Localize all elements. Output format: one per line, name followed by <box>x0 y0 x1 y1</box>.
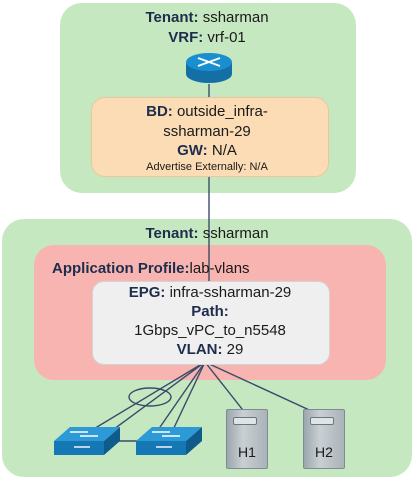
epg-to-h2-line <box>204 361 319 415</box>
bd-value-line2: ssharman-29 <box>163 123 251 140</box>
bd-line2: ssharman-29 <box>0 123 414 140</box>
application-profile-title: Application Profile:lab-vlans <box>52 260 250 277</box>
tenant-bottom-value: ssharman <box>202 225 269 242</box>
vrf-label: VRF: <box>168 29 204 46</box>
advertise-externally: Advertise Externally: N/A <box>0 161 414 173</box>
vlan-value: 29 <box>226 341 244 358</box>
gw-label: GW: <box>177 142 208 159</box>
epg-to-switch1-line-b <box>109 361 206 433</box>
vpc-ellipse <box>128 387 172 407</box>
epg-box <box>92 281 330 365</box>
tenant-top-label: Tenant: <box>145 9 199 26</box>
epg-to-switch2-line-b <box>171 361 206 433</box>
gw-value: N/A <box>211 142 237 159</box>
path-value-line: 1Gbps_vPC_to_n5548 <box>92 322 328 339</box>
tenant-top-value: ssharman <box>202 9 269 26</box>
tenant-bottom-title: Tenant: ssharman <box>0 225 414 242</box>
host2-label: H2 <box>315 444 333 460</box>
epg-value: infra-ssharman-29 <box>169 284 292 301</box>
bd-line1: BD: outside_infra- <box>0 103 414 120</box>
vlan-label: VLAN: <box>176 341 223 358</box>
bd-label: BD: <box>146 103 173 120</box>
path-label-line: Path: <box>92 303 328 320</box>
vrf-value: vrf-01 <box>207 29 246 46</box>
tenant-bottom-label: Tenant: <box>145 225 199 242</box>
path-label: Path: <box>191 303 229 320</box>
epg-to-switch1-line-a <box>91 361 206 431</box>
path-value: 1Gbps_vPC_to_n5548 <box>134 322 286 339</box>
bd-box <box>91 97 329 177</box>
server-icon: H1 <box>226 409 268 469</box>
tenant-top-title: Tenant: ssharman <box>0 9 414 26</box>
advertise-text: Advertise Externally: N/A <box>146 161 268 173</box>
vrf-title: VRF: vrf-01 <box>0 29 414 46</box>
application-profile-value: lab-vlans <box>189 260 250 277</box>
server-icon: H2 <box>303 409 345 469</box>
application-profile-label: Application Profile: <box>52 260 190 277</box>
bd-value-line1: outside_infra- <box>176 103 268 120</box>
epg-line: EPG: infra-ssharman-29 <box>92 284 328 301</box>
epg-to-h1-line <box>204 361 247 415</box>
host1-label: H1 <box>238 444 256 460</box>
vlan-line: VLAN: 29 <box>92 341 328 358</box>
epg-to-switch2-line-a <box>157 361 206 431</box>
gw-line: GW: N/A <box>0 142 414 159</box>
epg-label: EPG: <box>128 284 166 301</box>
